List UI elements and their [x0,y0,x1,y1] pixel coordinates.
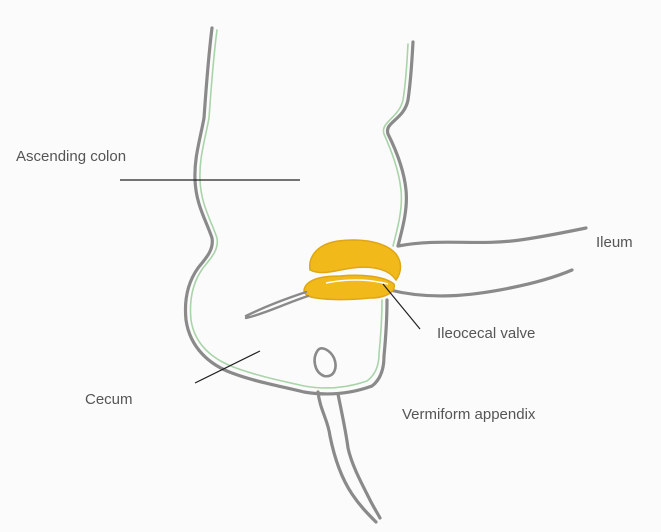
label-vermiform-appendix: Vermiform appendix [402,407,535,422]
label-ascending-colon: Ascending colon [16,149,126,164]
probe-outline [246,292,308,318]
label-ileum: Ileum [596,235,633,250]
colon-left-wall-outline [186,28,388,394]
ileocecal-valve-leader [383,284,420,329]
ileocecal-valve-upper-lip [310,240,401,280]
ileum-lower-wall [390,270,572,296]
colon-left-wall-lining [191,30,383,388]
label-ileocecal-valve: Ileocecal valve [437,326,535,341]
ileocecal-valve-lower-lip [304,275,394,299]
appendix-left-wall [318,392,376,522]
appendix-right-wall [338,394,380,518]
label-cecum: Cecum [85,392,133,407]
appendix-orifice [315,348,336,376]
ileum-upper-wall [398,228,586,246]
